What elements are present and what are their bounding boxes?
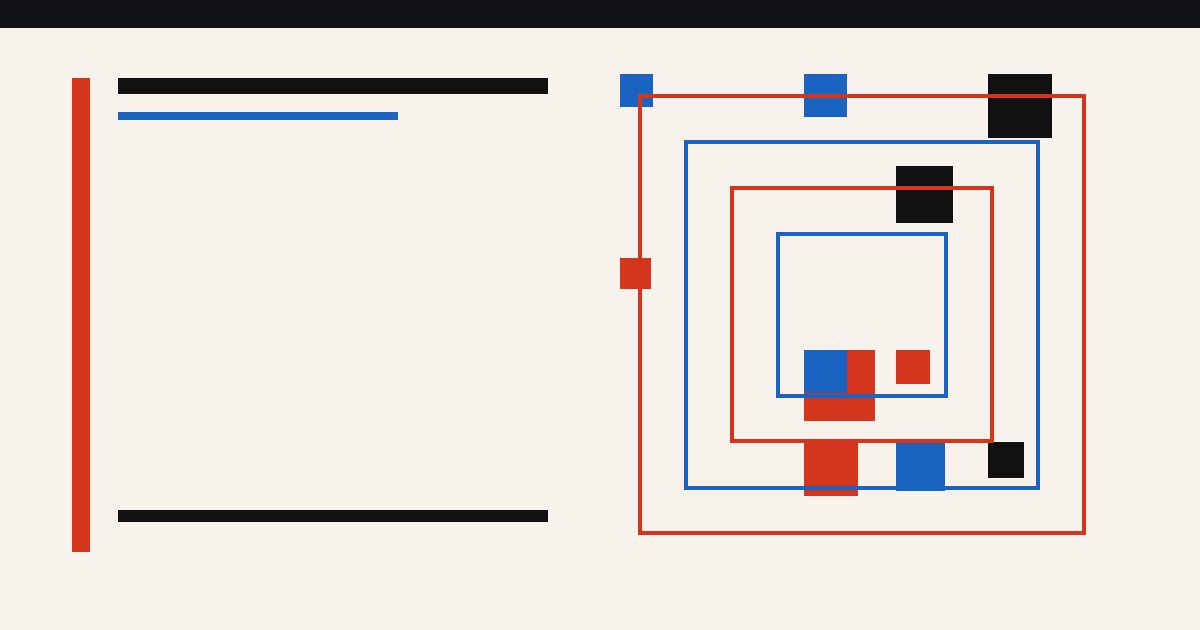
blue-block-top-left bbox=[620, 74, 653, 107]
black-heading-bar bbox=[118, 78, 548, 94]
red-vertical-stripe bbox=[72, 78, 90, 552]
red-block-left-edge bbox=[620, 258, 651, 289]
blue-frame-2 bbox=[684, 140, 1040, 490]
outer-red-frame bbox=[638, 94, 1086, 535]
blue-subheading-bar bbox=[118, 112, 398, 120]
red-block-center-small bbox=[896, 350, 930, 384]
black-footer-bar bbox=[118, 510, 548, 522]
black-block-bottom-right bbox=[988, 442, 1024, 478]
inner-blue-frame bbox=[776, 232, 948, 398]
blue-block-bottom bbox=[896, 442, 945, 491]
blue-block-center bbox=[804, 350, 847, 393]
red-frame-3 bbox=[730, 186, 994, 443]
top-bar bbox=[0, 0, 1200, 28]
black-block-inner-top bbox=[896, 166, 953, 223]
black-block-top-right bbox=[988, 74, 1052, 138]
